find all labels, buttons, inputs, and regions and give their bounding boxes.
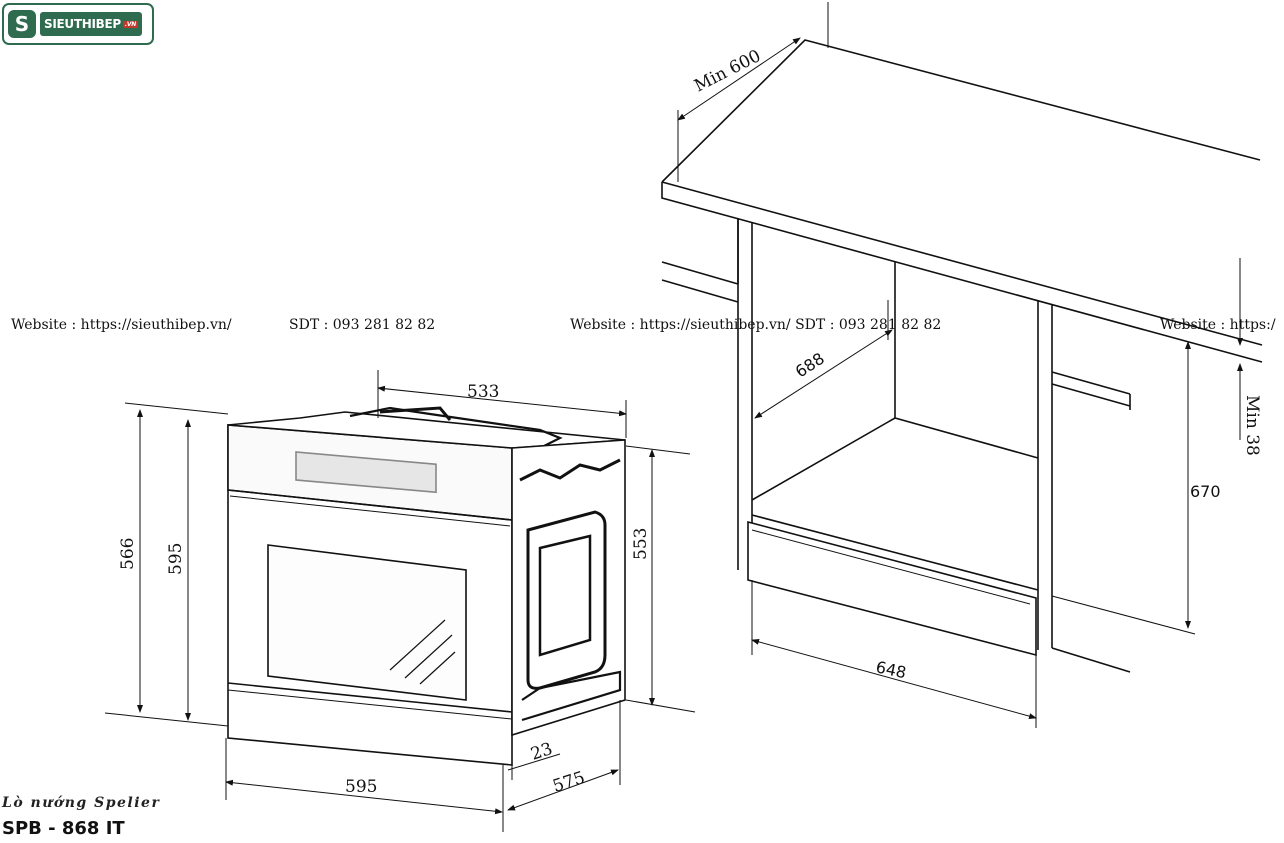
product-model: SPB - 868 IT: [2, 818, 125, 839]
dim-front-width: 595: [345, 777, 377, 797]
dim-cabinet-width: 648: [874, 657, 908, 682]
watermark-website: Website : https://sieuthibep.vn/: [11, 317, 232, 333]
dim-front-height: 595: [166, 543, 186, 575]
watermark-website-cut: Website : https:/: [1160, 317, 1276, 333]
dim-min-gap: Min 38: [1242, 395, 1262, 456]
dim-inner-depth: 688: [792, 349, 828, 382]
cabinet-dimension-lines: [677, 2, 1243, 728]
dim-total-height: 566: [118, 538, 138, 570]
logo-wordmark: SIEUTHIBEP: [44, 17, 121, 31]
dim-min-depth: Min 600: [691, 46, 764, 96]
dim-door-offset: 23: [528, 739, 555, 765]
dim-side-height: 553: [631, 528, 651, 560]
watermark-combined: Website : https://sieuthibep.vn/ SDT : 0…: [570, 317, 942, 333]
logo-domain: .VN: [122, 20, 138, 28]
dim-cabinet-height: 670: [1190, 482, 1221, 501]
cabinet-drawing: [661, 39, 1263, 673]
product-category: Lò nướng Spelier: [2, 795, 161, 811]
brand-logo[interactable]: S SIEUTHIBEP .VN: [2, 3, 154, 45]
oven-drawing: [227, 406, 626, 766]
dim-top-depth: 533: [467, 382, 499, 402]
logo-mark-icon: S: [8, 10, 36, 38]
watermark-phone: SDT : 093 281 82 82: [289, 317, 436, 333]
dim-base-depth: 575: [550, 768, 587, 797]
oven-dimension-lines: [104, 370, 696, 832]
logo-text: SIEUTHIBEP .VN: [40, 12, 142, 36]
